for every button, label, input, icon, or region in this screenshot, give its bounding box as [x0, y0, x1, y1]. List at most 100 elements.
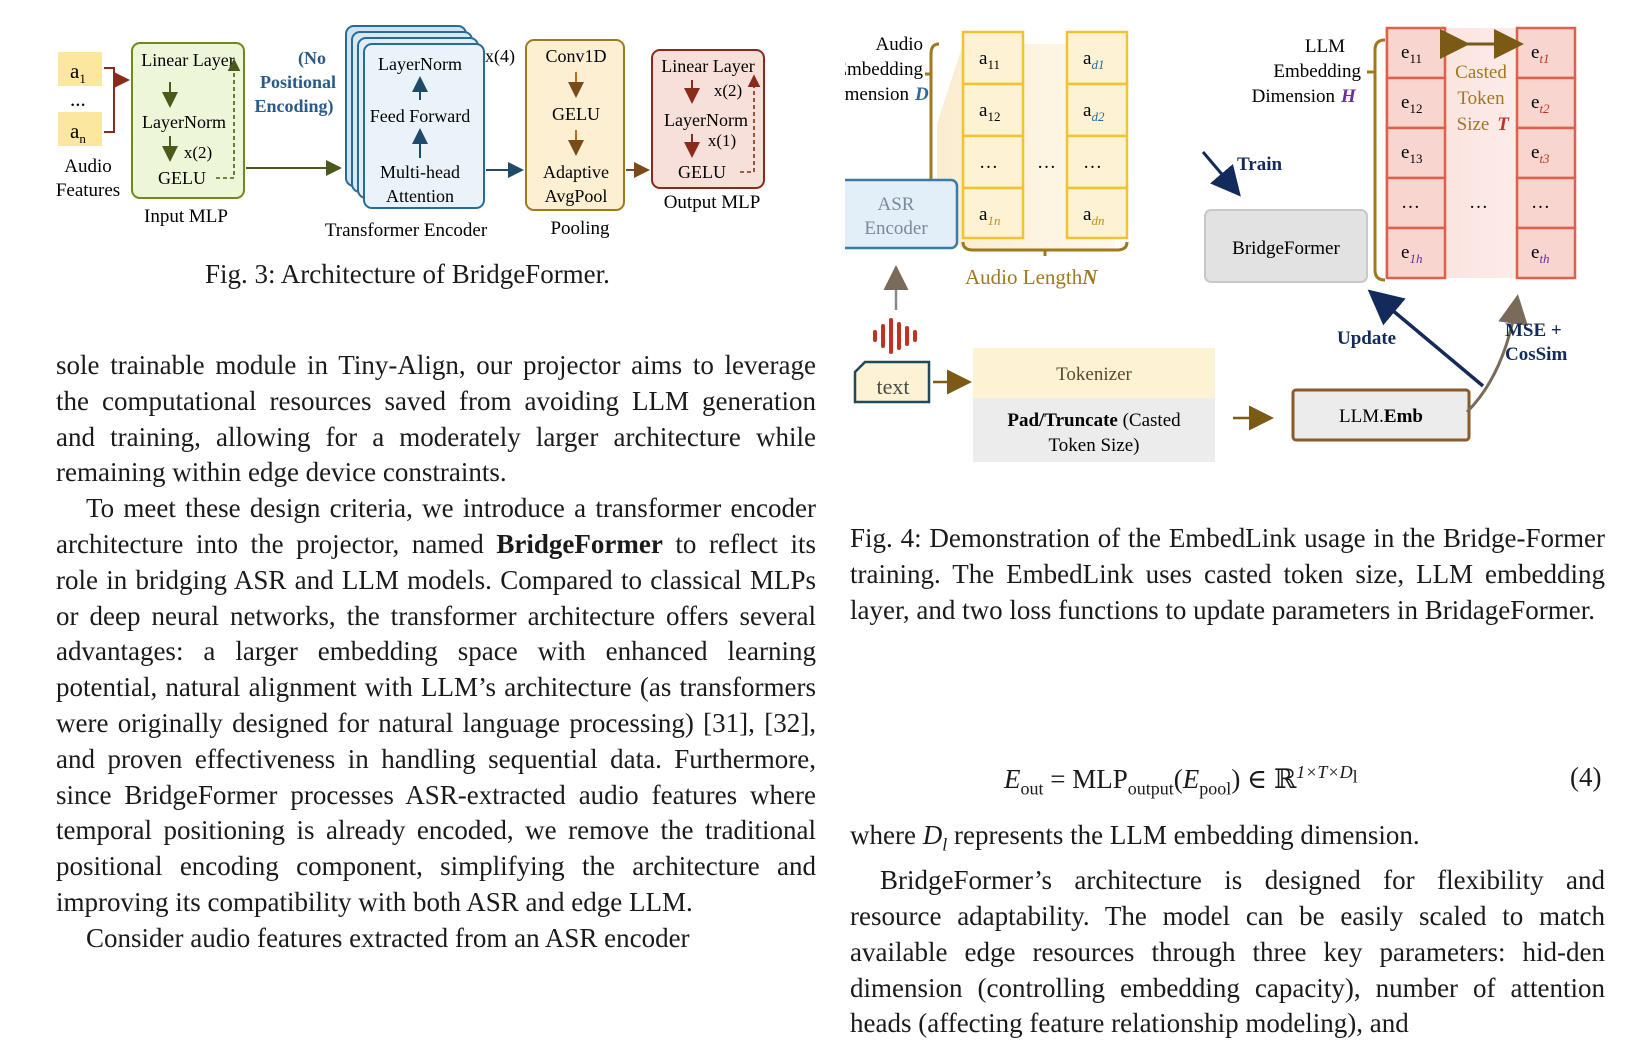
text-document-icon: text: [853, 360, 931, 404]
tokenizer-block: Tokenizer Pad/Truncate (Casted Token Siz…: [973, 348, 1215, 462]
svg-text:Embedding: Embedding: [1273, 61, 1361, 82]
left-paragraph-1: sole trainable module in Tiny-Align, our…: [56, 350, 816, 488]
svg-text:text: text: [877, 374, 910, 399]
svg-text:…: …: [1531, 192, 1550, 213]
input-mlp-repeat: x(2): [184, 143, 212, 162]
output-mlp-repeat1: x(1): [708, 131, 736, 150]
output-mlp: Linear Layer x(2) LayerNorm x(1) GELU Ou…: [651, 49, 765, 213]
svg-text:H: H: [1340, 86, 1357, 107]
no-positional-note: (No Positional Encoding): [254, 48, 336, 117]
transformer-caption: Transformer Encoder: [325, 220, 488, 241]
svg-text:Dimension: Dimension: [845, 84, 909, 105]
svg-text:e12: e12: [1401, 92, 1422, 116]
audio-embedding-matrix: a11 a12 … a1n … ad1 ad2 … adn Audio Leng…: [961, 30, 1129, 289]
svg-text:Embedding: Embedding: [845, 59, 923, 80]
svg-text:et2: et2: [1531, 92, 1550, 116]
svg-text:Dimension: Dimension: [1252, 86, 1336, 107]
svg-text:eth: eth: [1531, 242, 1550, 266]
transformer-mha-1: Multi-head: [380, 162, 460, 182]
svg-text:Token: Token: [1457, 88, 1505, 109]
output-mlp-linear: Linear Layer: [661, 56, 754, 76]
train-label: Train: [1237, 154, 1282, 175]
svg-text:adn: adn: [1083, 204, 1104, 228]
bridgeformer-block: BridgeFormer: [1204, 209, 1368, 283]
svg-text:e13: e13: [1401, 142, 1422, 166]
svg-text:T: T: [1497, 114, 1510, 135]
mse-label-1: MSE +: [1505, 320, 1562, 341]
mse-label-2: CosSim: [1505, 344, 1567, 365]
fig4-diagram: Audio Embedding Dimension D a11 a12 … a1…: [845, 26, 1577, 462]
input-cell-an: [58, 112, 102, 146]
input-mlp-caption: Input MLP: [144, 206, 228, 227]
svg-text:…: …: [1469, 192, 1488, 213]
fig4-caption: Fig. 4: Demonstration of the EmbedLink u…: [850, 523, 1605, 625]
casted-token-label: Casted Token Size T: [1455, 62, 1510, 135]
input-label-2: Features: [56, 180, 120, 201]
svg-text:a1: a1: [70, 59, 86, 86]
svg-text:et3: et3: [1531, 142, 1550, 166]
llm-emb-block: LLM.Emb: [1291, 388, 1471, 442]
svg-text:e11: e11: [1401, 42, 1422, 66]
svg-text:e1h: e1h: [1401, 242, 1422, 266]
pooling-ap2: AvgPool: [545, 186, 608, 206]
svg-text:(No: (No: [298, 48, 326, 69]
svg-text:ad2: ad2: [1083, 100, 1105, 124]
svg-text:ASR: ASR: [878, 194, 915, 215]
transformer-layernorm: LayerNorm: [378, 54, 462, 74]
transformer-ff: Feed Forward: [370, 106, 470, 126]
svg-text:et1: et1: [1531, 42, 1550, 66]
left-column-text: sole trainable module in Tiny-Align, our…: [56, 348, 816, 957]
transformer-encoder: LayerNorm Feed Forward Multi-head Attent…: [325, 25, 515, 241]
svg-text:a1n: a1n: [979, 204, 1000, 228]
pooling-caption: Pooling: [550, 218, 610, 239]
input-label-1: Audio: [64, 156, 112, 177]
svg-text:BridgeFormer: BridgeFormer: [1232, 238, 1340, 259]
update-label: Update: [1337, 328, 1396, 349]
where-line: where Dl represents the LLM embedding di…: [850, 820, 1420, 855]
right-paragraph-2: BridgeFormer’s architecture is designed …: [850, 865, 1605, 1039]
svg-text:a12: a12: [979, 100, 1000, 124]
equation-4: Eout = MLPoutput(Epool) ∈ ℝ1×T×Dl: [1004, 762, 1358, 799]
right-column-text: where Dl represents the LLM embedding di…: [850, 818, 1605, 1042]
pooling: Conv1D GELU Adaptive AvgPool Pooling: [525, 39, 625, 239]
svg-text:an: an: [70, 119, 86, 146]
svg-text:Casted: Casted: [1455, 62, 1507, 83]
audio-length-label: Audio LengthN: [965, 265, 1098, 289]
pooling-gelu: GELU: [552, 104, 600, 124]
input-mlp-layernorm: LayerNorm: [142, 112, 226, 132]
pooling-conv: Conv1D: [545, 46, 606, 66]
svg-text:Audio: Audio: [876, 34, 924, 55]
pooling-ap1: Adaptive: [543, 162, 609, 182]
svg-text:Size: Size: [1457, 114, 1490, 135]
transformer-repeat: x(4): [485, 46, 515, 67]
svg-text:…: …: [979, 152, 998, 173]
asr-encoder: ASR Encoder: [845, 178, 959, 250]
svg-text:Pad/Truncate (Casted: Pad/Truncate (Casted: [1007, 410, 1181, 431]
svg-text:LLM: LLM: [1305, 36, 1345, 57]
svg-text:Positional: Positional: [260, 72, 336, 92]
svg-text:Encoder: Encoder: [864, 218, 928, 239]
left-paragraph-2: To meet these design criteria, we introd…: [56, 493, 816, 917]
fig3-caption: Fig. 3: Architecture of BridgeFormer.: [205, 259, 610, 289]
svg-text:Tokenizer: Tokenizer: [1056, 364, 1132, 385]
svg-text:ad1: ad1: [1083, 48, 1104, 72]
fig3-diagram: a1 ... an Audio Features Linear Layer La…: [56, 25, 765, 241]
input-dots: ...: [70, 87, 86, 111]
left-paragraph-3: Consider audio features extracted from a…: [86, 922, 690, 953]
bridgeformer-term: BridgeFormer: [496, 528, 663, 559]
svg-text:…: …: [1037, 152, 1056, 173]
input-cell-a1: [58, 52, 102, 86]
svg-text:D: D: [914, 84, 929, 105]
svg-text:…: …: [1401, 192, 1420, 213]
equation-number: (4): [1570, 762, 1602, 792]
input-mlp-gelu: GELU: [158, 168, 206, 188]
output-mlp-caption: Output MLP: [664, 192, 761, 213]
input-mlp: Linear Layer LayerNorm x(2) GELU Input M…: [131, 42, 245, 227]
llm-dim-label: LLM Embedding Dimension H: [1252, 36, 1386, 282]
transformer-mha-2: Attention: [386, 186, 454, 206]
svg-text:Encoding): Encoding): [254, 96, 333, 117]
waveform-icon: [873, 318, 917, 354]
output-mlp-layernorm: LayerNorm: [664, 110, 748, 130]
svg-text:LLM.Emb: LLM.Emb: [1339, 406, 1423, 427]
svg-text:Token Size): Token Size): [1048, 435, 1139, 456]
